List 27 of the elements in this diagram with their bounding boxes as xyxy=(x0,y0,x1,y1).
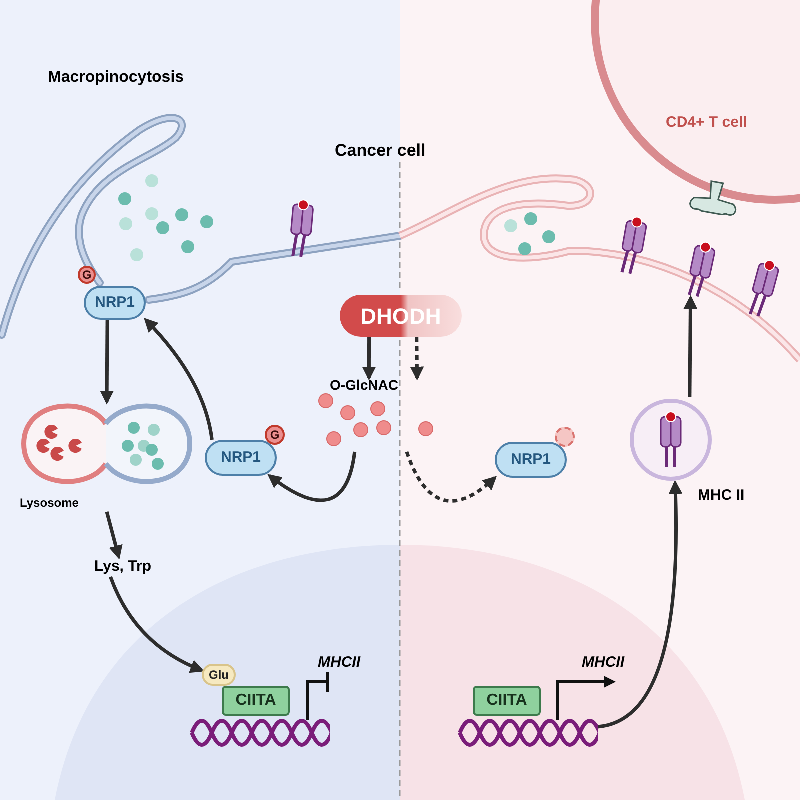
gene-label: MHCII xyxy=(582,653,624,673)
metabolite-label: Lys, Trp xyxy=(82,557,164,577)
dna-helix-drawing xyxy=(458,718,598,748)
node-caption: MHC II xyxy=(698,486,745,506)
cell-label: CD4+ T cell xyxy=(666,113,748,133)
protein-box: CIITA xyxy=(222,686,290,716)
metabolite-label: O-GlcNAC xyxy=(330,378,398,392)
vesicle-drawing xyxy=(628,397,714,483)
arrow xyxy=(268,452,357,502)
arrow xyxy=(105,512,123,560)
mhc-molecule-icon xyxy=(688,240,716,298)
title: Cancer cell xyxy=(335,140,426,162)
receptor-pill: NRP1 xyxy=(205,440,277,476)
empty-badge xyxy=(555,427,575,447)
receptor-pill: NRP1 xyxy=(495,442,567,478)
arrow xyxy=(684,295,698,398)
arrow xyxy=(362,337,376,381)
arrow xyxy=(410,336,424,381)
dna-helix-drawing xyxy=(190,718,330,748)
organelle-label: Lysosome xyxy=(20,495,79,512)
section-label: Macropinocytosis xyxy=(48,68,184,88)
arrow xyxy=(100,320,114,405)
protein-box: CIITA xyxy=(473,686,541,716)
arrow xyxy=(598,480,683,729)
arrow xyxy=(144,318,214,440)
arrow xyxy=(405,451,498,503)
gene-label: MHCII xyxy=(318,653,360,673)
